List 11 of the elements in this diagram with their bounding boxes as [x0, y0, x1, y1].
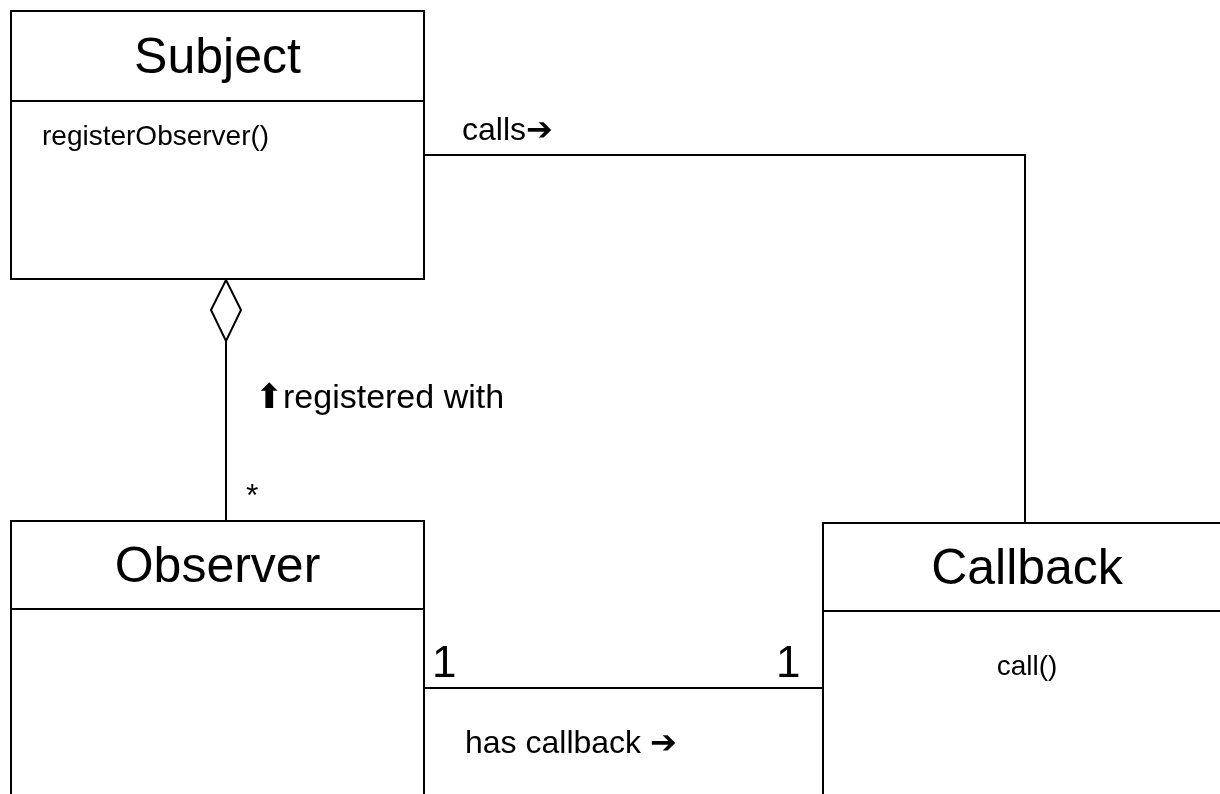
- class-name: Observer: [114, 536, 321, 594]
- connector-line: [424, 687, 823, 689]
- class-name: Callback: [931, 538, 1123, 596]
- connector-line: [424, 154, 1026, 523]
- class-box: [10, 10, 425, 280]
- class-box: [822, 522, 1220, 794]
- class-box: [10, 520, 425, 794]
- class-name: Subject: [134, 27, 301, 85]
- connector-line: [210, 279, 242, 521]
- method-name: registerObserver(): [42, 120, 270, 152]
- method-name: call(): [996, 650, 1058, 682]
